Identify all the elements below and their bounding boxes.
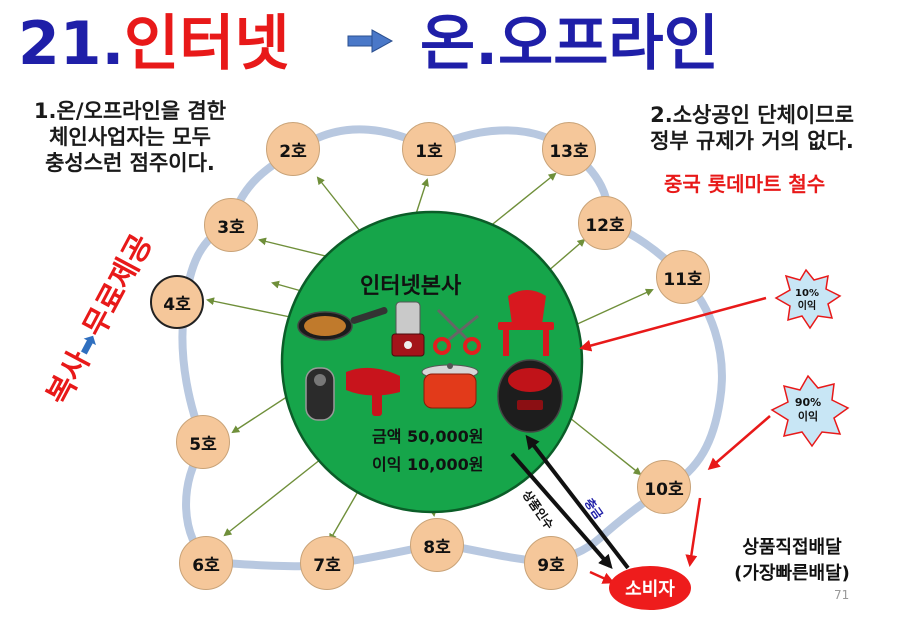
branch-6-label: 6호 (192, 555, 220, 576)
blender-icon (391, 301, 425, 357)
hair-dryer-icon (346, 367, 400, 416)
consumer-node: 소비자 (609, 566, 691, 610)
plastic-chair-icon (498, 290, 554, 356)
page-number: 71 (834, 588, 850, 602)
note-right-line-2: 정부 규제가 거의 없다. (650, 129, 854, 153)
electric-shaver-icon (305, 367, 335, 421)
title-number: 21. (18, 9, 125, 79)
branch-8: 8호 (410, 518, 464, 572)
branch-11: 11호 (656, 250, 710, 304)
title-online-offline: 온.오프라인 (420, 9, 719, 79)
branch-5-label: 5호 (189, 434, 217, 455)
order-arrow-label: 충금 (582, 495, 607, 522)
delivery-line-1: 상품직접배달 (742, 537, 842, 558)
branch-4-label: 4호 (163, 294, 191, 315)
branch-13-label: 13호 (549, 141, 589, 162)
branch-5: 5호 (176, 415, 230, 469)
delivery-line-2: (가장빠른배달) (734, 563, 850, 584)
rice-cooker-icon (497, 359, 563, 433)
note-right: 2.소상공인 단체이므로 정부 규제가 거의 없다. (617, 102, 887, 154)
note-right-line-1: 2.소상공인 단체이므로 (650, 103, 854, 127)
branch-10: 10호 (637, 460, 691, 514)
scissors-icon (433, 308, 481, 355)
branch-3: 3호 (204, 198, 258, 252)
delivery-note: 상품직접배달 (가장빠른배달) (712, 535, 872, 587)
receive-arrow (510, 452, 613, 570)
cooking-pot-icon (421, 363, 479, 409)
branch-13: 13호 (542, 122, 596, 176)
note-left-line-2: 체인사업자는 모두 (49, 125, 211, 149)
branch-9: 9호 (524, 536, 578, 590)
branch-2-label: 2호 (279, 141, 307, 162)
branch-1: 1호 (402, 122, 456, 176)
branch-10-label: 10호 (644, 479, 684, 500)
title-arrow-icon (347, 29, 394, 53)
red-arrows (579, 296, 771, 584)
branch-7: 7호 (300, 536, 354, 590)
branch-2: 2호 (266, 122, 320, 176)
receive-arrow-label: 상품인수 (520, 487, 558, 532)
branch-3-label: 3호 (217, 217, 245, 238)
badge-90-line2: 이익 (798, 409, 818, 423)
badge-90-line1: 90% (795, 396, 821, 409)
frying-pan-icon (297, 307, 388, 341)
note-left-line-1: 1.온/오프라인을 겸한 (33, 99, 227, 123)
branch-6: 6호 (179, 536, 233, 590)
note-left: 1.온/오프라인을 겸한 체인사업자는 모두 충성스런 점주이다. (10, 98, 250, 176)
branch-9-label: 9호 (537, 555, 565, 576)
badge-90-percent: 90% 이익 (770, 374, 850, 448)
hq-profit: 이익 10,000원 (372, 455, 484, 474)
branch-12-label: 12호 (585, 215, 625, 236)
badge-10-line1: 10% (795, 288, 819, 299)
note-right-red: 중국 롯데마트 철수 (664, 172, 826, 196)
branch-4: 4호 (150, 275, 204, 329)
branch-7-label: 7호 (313, 555, 341, 576)
hq-title: 인터넷본사 (360, 274, 462, 299)
hq-amount: 금액 50,000원 (372, 427, 484, 446)
order-arrow (525, 434, 630, 570)
headquarters-circle (280, 210, 584, 514)
badge-10-percent: 10% 이익 (774, 268, 842, 330)
branch-12: 12호 (578, 196, 632, 250)
branch-1-label: 1호 (415, 141, 443, 162)
note-left-line-3: 충성스런 점주이다. (45, 151, 215, 175)
badge-10-line2: 이익 (798, 299, 816, 312)
consumer-label: 소비자 (625, 579, 675, 600)
branch-8-label: 8호 (423, 537, 451, 558)
branch-11-label: 11호 (663, 269, 703, 290)
title-internet: 인터넷 (124, 9, 290, 79)
